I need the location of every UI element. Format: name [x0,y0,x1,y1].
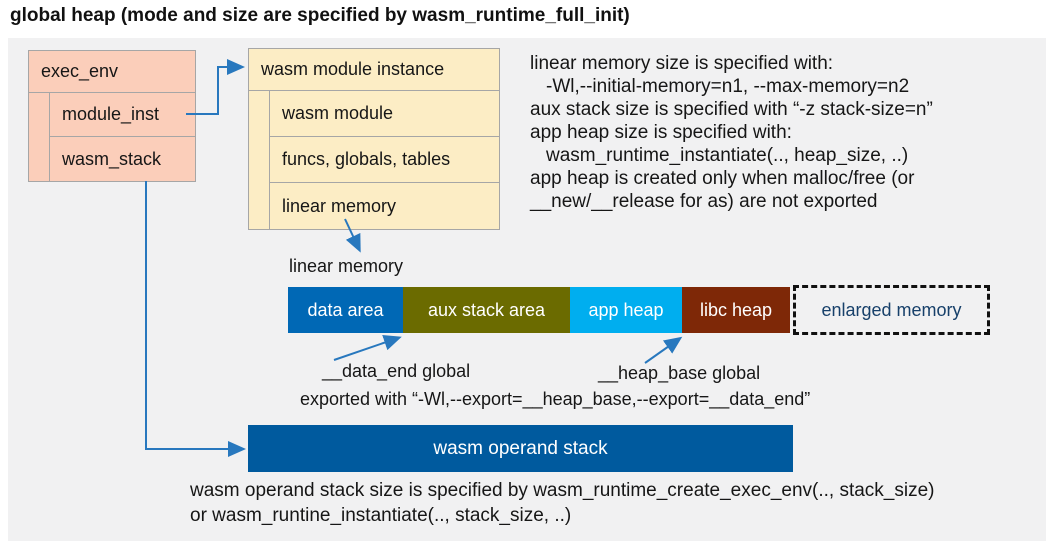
module-instance-indent-strip [249,91,270,229]
memory-size-notes: linear memory size is specified with: -W… [530,52,933,213]
module-instance-row-wasm-module: wasm module [270,91,499,137]
exec-env-body: module_inst wasm_stack [29,93,195,181]
note-line: wasm_runtime_instantiate(.., heap_size, … [546,145,909,166]
exec-env-box: exec_env module_inst wasm_stack [28,50,196,182]
segment-app-heap: app heap [570,287,682,333]
exec-env-title: exec_env [29,51,195,93]
note-line: or wasm_runtine_instantiate(.., stack_si… [190,505,572,526]
exec-env-row-module-inst: module_inst [50,93,195,137]
exec-env-row-wasm-stack: wasm_stack [62,148,162,169]
operand-stack-note: wasm operand stack size is specified by … [190,478,935,528]
segment-libc-heap: libc heap [682,287,790,333]
segment-enlarged-memory: enlarged memory [793,285,990,335]
segment-aux-stack-area: aux stack area [403,287,570,333]
heap-base-global-label: __heap_base global [598,363,761,383]
data-end-global-label: __data_end global [322,361,471,381]
segment-data-area: data area [288,287,403,333]
wasm-operand-stack-bar: wasm operand stack [248,425,793,472]
diagram-title: global heap (mode and size are specified… [10,5,630,26]
exported-with-label: exported with “-Wl,--export=__heap_base,… [300,389,811,409]
linear-memory-bar: data area aux stack area app heap libc h… [288,287,790,333]
note-line: linear memory size is specified with: [530,53,834,74]
note-line: app heap size is specified with: [530,122,792,143]
note-line: app heap is created only when malloc/fre… [530,168,915,189]
module-instance-row-linear-memory: linear memory [282,195,397,216]
linear-memory-label: linear memory [289,256,404,276]
module-instance-body: wasm module funcs, globals, tables linea… [249,91,499,229]
module-instance-title: wasm module instance [249,49,499,91]
module-instance-box: wasm module instance wasm module funcs, … [248,48,500,230]
note-line: __new/__release for as) are not exported [530,191,878,212]
module-instance-row-funcs-globals-tables: funcs, globals, tables [270,137,499,183]
exec-env-indent-strip [29,93,50,181]
note-line: aux stack size is specified with “-z sta… [530,99,933,120]
note-line: wasm operand stack size is specified by … [190,480,935,501]
note-line: -Wl,--initial-memory=n1, --max-memory=n2 [546,76,910,97]
